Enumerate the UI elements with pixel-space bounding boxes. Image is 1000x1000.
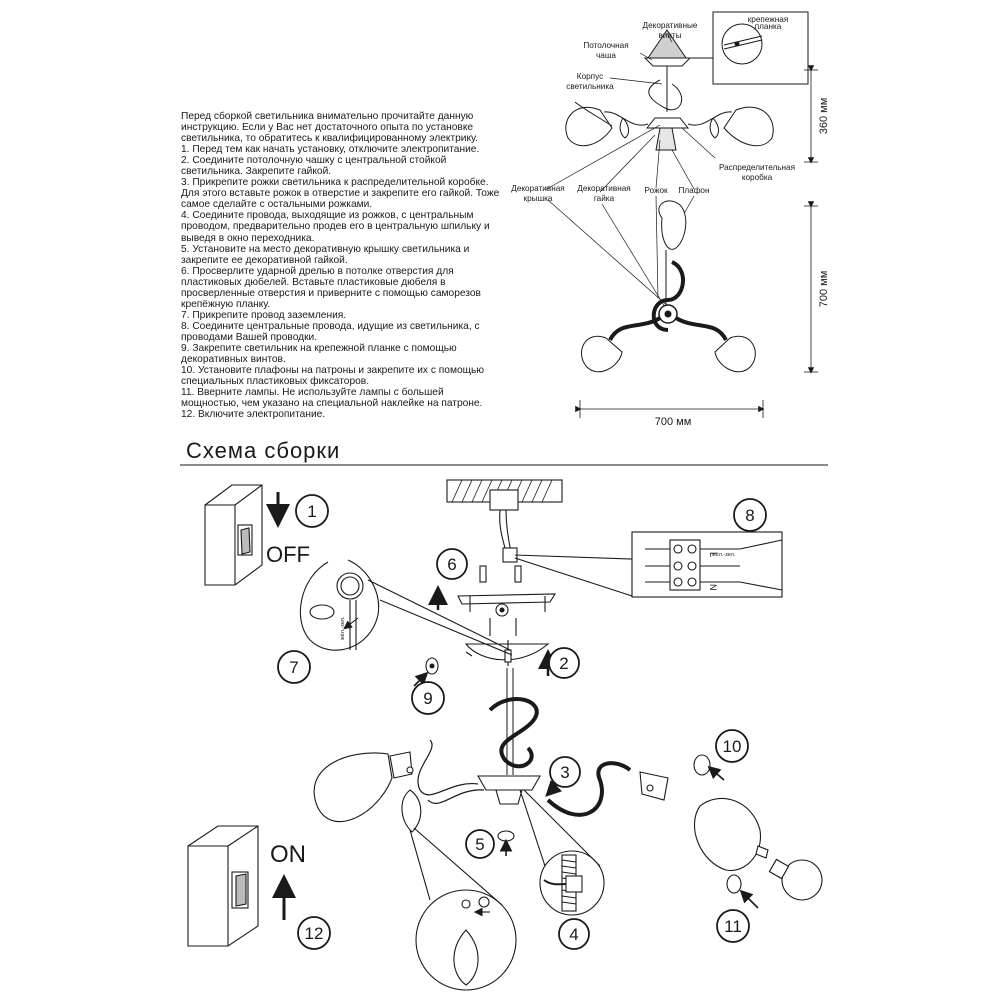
step-badge-12: 12 [297,916,331,950]
step-badge-4: 4 [558,918,590,950]
instruction-step-8: 8. Соедините центральные провода, идущие… [181,320,480,343]
svg-text:10: 10 [723,737,742,756]
instructions-intro: Перед сборкой светильника внимательно пр… [181,111,478,145]
svg-text:1: 1 [307,502,316,521]
svg-text:9: 9 [423,689,432,708]
instruction-step-1: 1. Перед тем как начать установку, отклю… [181,144,480,156]
label-decor-cover-1: Декоративная [511,184,564,193]
label-mount-plate-2: планка [755,22,782,31]
label-junction-box-1: Распределительная [719,163,795,172]
svg-text:5: 5 [475,835,484,854]
step-badge-7: 7 [277,650,311,684]
instruction-step-10: 10. Установите плафоны на патроны и закр… [181,365,484,388]
svg-text:3: 3 [560,763,569,782]
label-arm: Рожок [644,186,668,195]
svg-text:12: 12 [305,924,324,943]
label-ceiling-cup-1: Потолочная [583,41,628,50]
earth-wire-label: жёл.-зел. [340,616,346,640]
on-label: ON [270,841,306,868]
instruction-step-2: 2. Соедините потолочную чашку с централь… [181,155,447,178]
svg-text:11: 11 [724,917,742,936]
label-decor-nut-1: Декоративная [577,184,630,193]
dim-height-top: 360 мм [818,98,830,135]
instruction-step-12: 12. Включите электропитание. [181,409,326,421]
svg-text:2: 2 [559,654,568,673]
label-decor-nut-2: гайка [594,194,615,203]
label-body-2: светильника [566,82,614,91]
step-badge-6: 6 [436,548,468,580]
decor-nut [497,830,515,856]
step-badges: 1 2 3 4 5 6 7 8 [277,494,767,950]
step-badge-3: 3 [549,756,581,788]
instruction-step-5: 5. Установите на место декоративную крыш… [181,243,470,266]
shade-and-bulb [693,797,823,909]
label-ceiling-cup-2: чаша [596,51,616,60]
label-decor-screws-2: винты [658,31,681,40]
assembly-ceiling-cup [464,640,558,676]
crystal-inset [409,827,517,991]
dimension-texts: 360 мм 700 мм 700 мм [655,98,830,428]
instruction-step-6: 6. Просверлите ударной дрелью в потолке … [181,265,481,310]
overview-labels: Декоративные винты Потолочная чаша Корпу… [511,15,795,203]
svg-text:8: 8 [745,506,754,525]
step-badge-2: 2 [548,647,580,679]
leader-lines [544,32,716,313]
thread-inset [519,789,605,916]
instruction-step-9: 9. Закрепите светильник на крепежной пла… [181,342,457,366]
terminal-block-inset [631,531,783,598]
off-label: OFF [266,542,310,567]
overview-diagram [544,11,818,418]
instruction-step-4: 4. Соедините провода, выходящие из рожко… [181,210,490,244]
instruction-step-3: 3. Прикрепите рожки светильника к распре… [181,177,500,211]
step-badge-10: 10 [715,729,749,763]
label-decor-cover-2: крышка [524,194,553,203]
earth-wire-inset [299,559,513,656]
switch-box-off [204,484,290,586]
instruction-step-7: 7. Прикрепите провод заземления. [181,309,347,321]
mount-plate-inset [690,11,809,85]
label-mount-plate-1: крепежная [748,15,789,24]
step-badge-1: 1 [295,494,329,528]
lamp-upper-illustration [565,79,774,151]
lamp-lower-illustration [581,200,756,373]
decor-screw [413,657,439,687]
label-junction-box-2: коробка [742,173,773,182]
step-badge-9: 9 [411,681,445,715]
mounting-plate [428,565,557,636]
dim-height-bottom: 700 мм [818,271,830,308]
dimension-lines [575,65,818,418]
terminal-letter-n: N [708,584,718,591]
label-body-1: Корпус [577,72,603,81]
svg-text:7: 7 [289,658,298,677]
assembly-title: Схема сборки [186,438,340,463]
shade-fix-ring [693,754,725,781]
svg-text:4: 4 [569,925,578,944]
step-badge-8: 8 [733,498,767,532]
svg-text:6: 6 [447,555,456,574]
ceiling-hatch [446,479,563,511]
assembly-scheme [187,479,823,991]
dim-width: 700 мм [655,416,692,428]
label-decor-screws-1: Декоративные [643,21,698,30]
step-badge-11: 11 [716,909,750,943]
terminal-wire-label: жёл.-зел. [712,552,736,558]
lamp-body-assembly [313,696,669,833]
instruction-step-11: 11. Вверните лампы. Не используйте лампы… [181,387,483,410]
label-shade: Плафон [678,186,709,195]
terminal-letter-l: L [708,552,718,557]
ceiling-cup-illustration [643,29,692,112]
switch-box-on [187,825,296,947]
step-badge-5: 5 [465,829,495,859]
instructions-text: Перед сборкой светильника внимательно пр… [181,111,501,420]
